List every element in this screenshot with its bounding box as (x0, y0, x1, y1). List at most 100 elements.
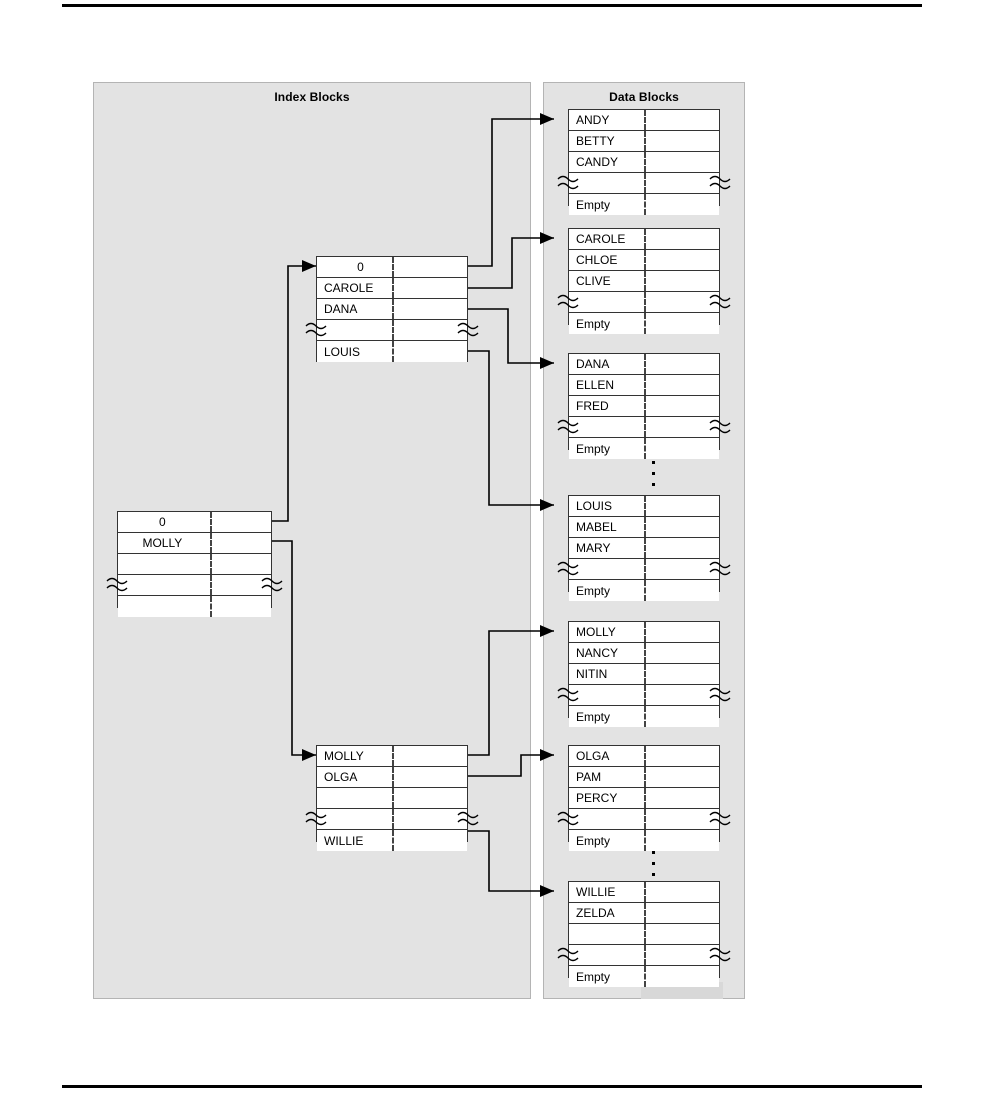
block-row[interactable]: PERCY (569, 788, 719, 809)
column-divider (644, 882, 646, 902)
row-key: CAROLE (324, 281, 374, 295)
row-key: 0 (357, 260, 364, 274)
block-row[interactable] (118, 596, 271, 617)
block-row[interactable]: FRED (569, 396, 719, 417)
data-block-willie[interactable]: WILLIE ZELDA Empty (557, 881, 731, 987)
column-divider (209, 533, 212, 553)
column-divider (644, 250, 646, 270)
block-row[interactable]: Empty (569, 706, 719, 727)
row-key: Empty (576, 969, 611, 984)
column-divider (644, 788, 646, 808)
break-squiggle-icon (709, 419, 731, 434)
row-key: Empty (576, 833, 611, 848)
break-squiggle-icon (305, 811, 327, 826)
index-block-lower[interactable]: MOLLY OLGA WILLIE (305, 745, 479, 851)
block-row[interactable]: CHLOE (569, 250, 719, 271)
root-index-block[interactable]: 0 MOLLY (106, 511, 283, 617)
block-row[interactable]: DANA (569, 354, 719, 375)
data-block-dana[interactable]: DANA ELLEN FRED Empty (557, 353, 731, 459)
block-row[interactable]: MOLLY (118, 533, 271, 554)
row-key: ANDY (576, 113, 610, 127)
row-key: MOLLY (324, 749, 364, 763)
block-row[interactable]: ANDY (569, 110, 719, 131)
block-row[interactable]: Empty (569, 313, 719, 334)
column-divider (644, 664, 646, 684)
block-row[interactable] (118, 554, 271, 575)
break-squiggle-icon (557, 175, 579, 190)
block-row[interactable]: CAROLE (317, 278, 467, 299)
block-row[interactable]: WILLIE (569, 882, 719, 903)
column-divider (644, 830, 646, 851)
block-row[interactable]: OLGA (569, 746, 719, 767)
data-block-andy[interactable]: ANDY BETTY CANDY Empty (557, 109, 731, 215)
block-row[interactable]: MOLLY (317, 746, 467, 767)
column-divider (644, 622, 646, 642)
column-divider (644, 152, 646, 172)
row-key: CHLOE (576, 253, 618, 267)
break-squiggle-icon (709, 175, 731, 190)
column-divider (392, 788, 394, 808)
block-row[interactable]: CLIVE (569, 271, 719, 292)
row-key: OLGA (576, 749, 610, 763)
block-row[interactable]: MOLLY (569, 622, 719, 643)
block-row[interactable]: Empty (569, 580, 719, 601)
column-divider (644, 517, 646, 537)
block-row[interactable]: ZELDA (569, 903, 719, 924)
block-row[interactable]: ELLEN (569, 375, 719, 396)
break-squiggle-icon (261, 577, 283, 592)
break-squiggle-icon (709, 947, 731, 962)
block-row[interactable]: CANDY (569, 152, 719, 173)
data-block-louis[interactable]: LOUIS MABEL MARY Empty (557, 495, 731, 601)
block-row[interactable]: OLGA (317, 767, 467, 788)
break-squiggle-icon (457, 811, 479, 826)
block-row[interactable] (569, 924, 719, 945)
column-divider (392, 320, 394, 340)
block-row[interactable]: Empty (569, 966, 719, 987)
block-row[interactable]: 0 (317, 257, 467, 278)
row-key: OLGA (324, 770, 358, 784)
block-row-break (305, 809, 479, 830)
vertical-ellipsis-lower (650, 851, 656, 876)
column-divider (644, 496, 646, 516)
block-row[interactable]: LOUIS (569, 496, 719, 517)
block-row-break (106, 575, 283, 596)
break-squiggle-icon (557, 687, 579, 702)
break-squiggle-icon (305, 322, 327, 337)
row-key: MABEL (576, 520, 617, 534)
column-divider (644, 292, 646, 312)
block-row[interactable]: MARY (569, 538, 719, 559)
column-divider (392, 257, 394, 277)
block-row[interactable]: Empty (569, 438, 719, 459)
ellipsis-dot (651, 483, 655, 486)
index-block-upper[interactable]: 0 CAROLE DANA LOUIS (305, 256, 479, 362)
block-row[interactable]: NITIN (569, 664, 719, 685)
block-row[interactable]: NANCY (569, 643, 719, 664)
row-key: MOLLY (576, 625, 616, 639)
column-divider (392, 341, 394, 362)
row-key: Empty (576, 441, 611, 456)
block-row[interactable]: PAM (569, 767, 719, 788)
column-divider (644, 767, 646, 787)
column-divider (644, 313, 646, 334)
block-row[interactable] (317, 788, 467, 809)
column-divider (209, 512, 212, 532)
column-divider (644, 809, 646, 829)
row-key: Empty (576, 709, 611, 724)
block-row[interactable]: BETTY (569, 131, 719, 152)
column-divider (644, 438, 646, 459)
page-rule-top (62, 4, 922, 7)
column-divider (392, 746, 394, 766)
block-row[interactable]: DANA (317, 299, 467, 320)
data-block-olga[interactable]: OLGA PAM PERCY Empty (557, 745, 731, 851)
block-row[interactable]: 0 (118, 512, 271, 533)
block-row[interactable]: CAROLE (569, 229, 719, 250)
block-row[interactable]: WILLIE (317, 830, 467, 851)
data-block-molly[interactable]: MOLLY NANCY NITIN Empty (557, 621, 731, 727)
block-row[interactable]: MABEL (569, 517, 719, 538)
block-row[interactable]: LOUIS (317, 341, 467, 362)
break-squiggle-icon (557, 294, 579, 309)
data-block-carole[interactable]: CAROLE CHLOE CLIVE Empty (557, 228, 731, 334)
block-row[interactable]: Empty (569, 830, 719, 851)
block-row[interactable]: Empty (569, 194, 719, 215)
